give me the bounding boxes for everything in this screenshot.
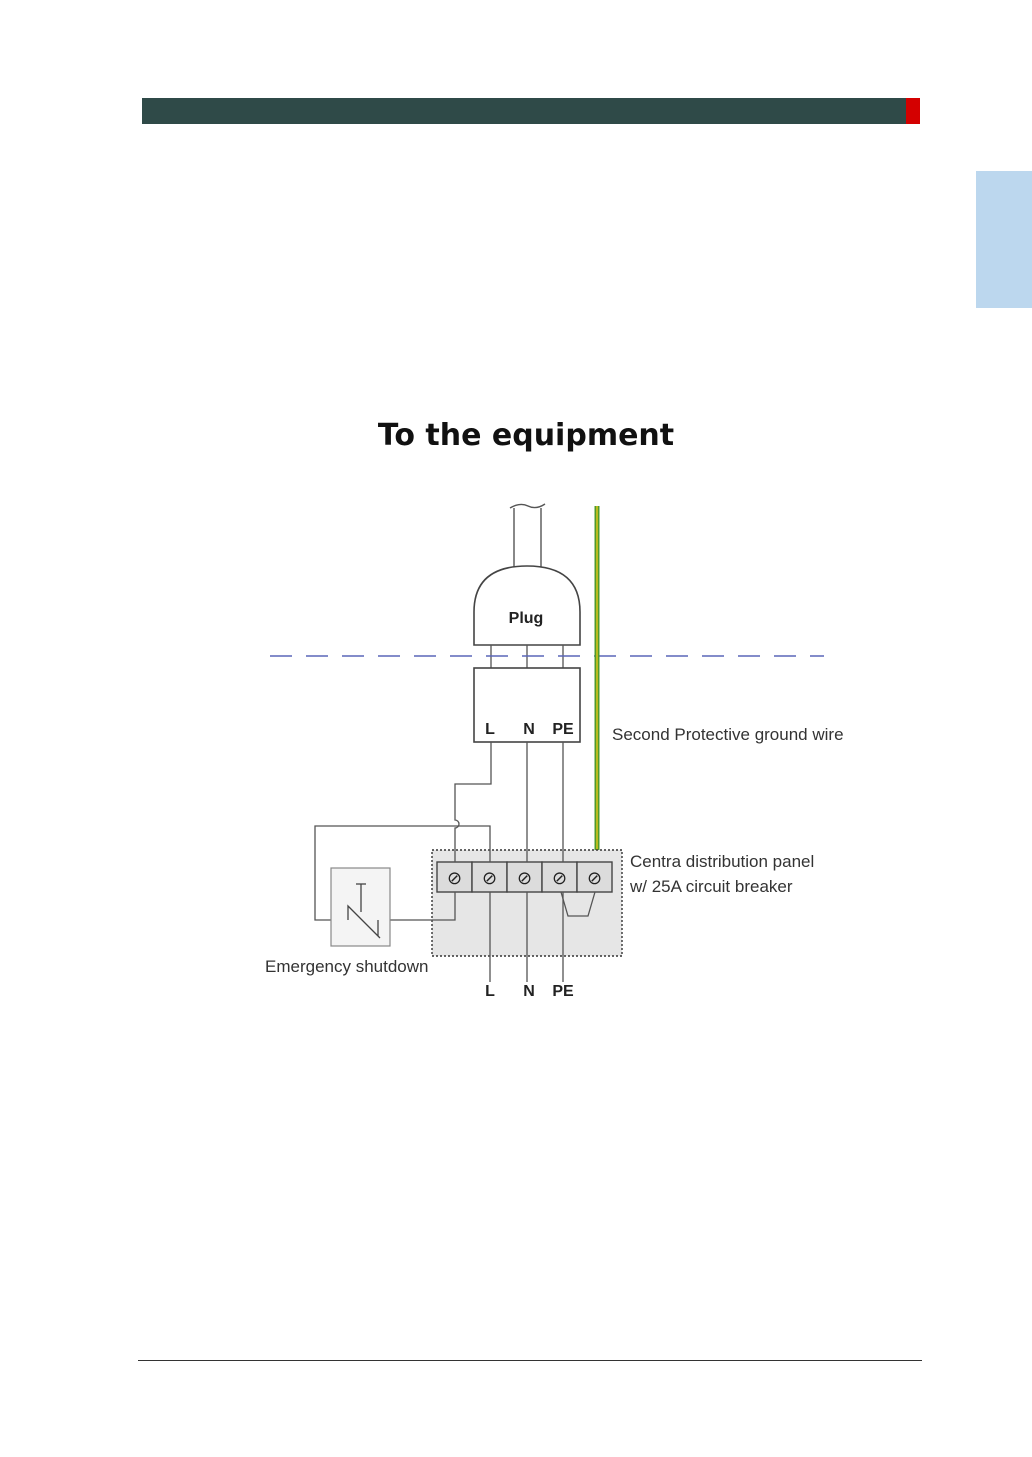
screw-icon: ⊘ bbox=[517, 868, 532, 888]
screw-icon: ⊘ bbox=[552, 868, 567, 888]
ground-wire-label: Second Protective ground wire bbox=[612, 725, 844, 744]
plug-cable bbox=[510, 504, 545, 572]
plug bbox=[474, 566, 580, 645]
screw-icon: ⊘ bbox=[447, 868, 462, 888]
emergency-label: Emergency shutdown bbox=[265, 957, 428, 976]
plug-label: Plug bbox=[509, 610, 544, 627]
screw-icon: ⊘ bbox=[587, 868, 602, 888]
bottom-label-PE: PE bbox=[552, 983, 574, 1000]
panel-label-line1: Centra distribution panel bbox=[630, 852, 814, 871]
bottom-label-L: L bbox=[485, 983, 495, 1000]
footer-rule bbox=[138, 1360, 922, 1361]
screw-icon: ⊘ bbox=[482, 868, 497, 888]
socket-label-L: L bbox=[485, 721, 495, 738]
socket-label-PE: PE bbox=[552, 721, 574, 738]
panel-label-line2: w/ 25A circuit breaker bbox=[629, 877, 793, 896]
socket-label-N: N bbox=[523, 721, 535, 738]
bottom-label-N: N bbox=[523, 983, 535, 1000]
